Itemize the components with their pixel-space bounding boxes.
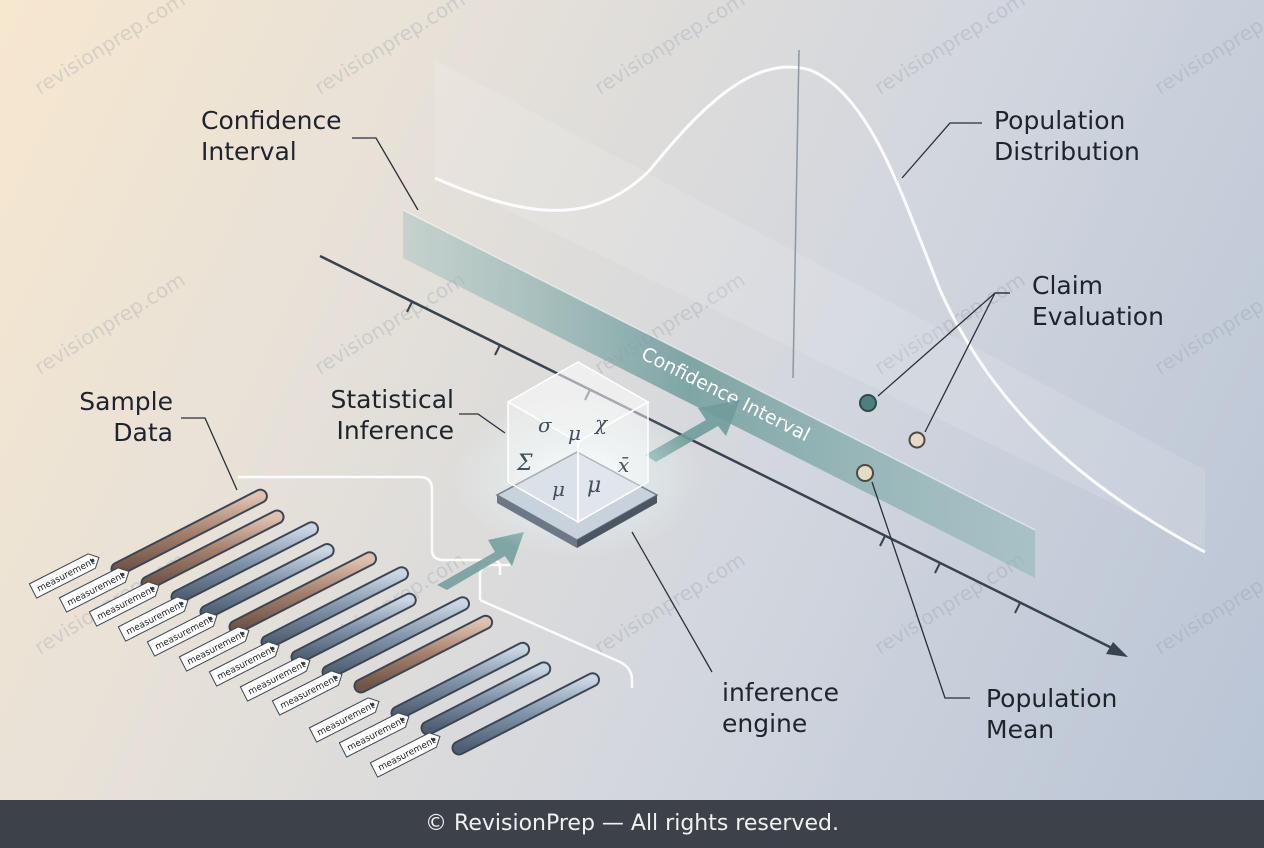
leader-population-distribution [901, 122, 982, 179]
claim-dot-sand [908, 431, 926, 449]
diagram-canvas: revisionprep.com revisionprep.com revision… [28, 0, 1264, 778]
sample-rod [392, 643, 529, 719]
population-mean-line [792, 49, 800, 379]
claim-dot-teal [859, 394, 877, 412]
input-arrow [437, 532, 524, 590]
engine-base-right [577, 495, 657, 548]
tag-shape [271, 670, 343, 716]
tag-shape [58, 567, 130, 613]
tag-shape [308, 697, 380, 743]
sample-rod [453, 674, 598, 754]
watermark-text: revisionprep.com [1150, 0, 1264, 99]
leader-statistical-inference [459, 413, 506, 434]
tag-shape [146, 611, 218, 657]
tag-shape [28, 553, 100, 599]
flow-path [238, 475, 502, 575]
tag-hole [370, 702, 375, 707]
tag-shape [88, 581, 160, 627]
cube-symbol: σ [538, 413, 553, 437]
sample-rod [172, 523, 317, 603]
sample-rod [142, 511, 283, 589]
sample-rod [323, 598, 468, 678]
sample-rod [355, 616, 492, 692]
watermark-text: revisionprep.com [590, 547, 749, 659]
watermark-text: revisionprep.com [870, 547, 1029, 659]
tag-shape [208, 641, 280, 687]
distribution-plane [435, 60, 1205, 548]
sample-rod [201, 545, 333, 618]
tag-shape [178, 626, 250, 672]
population-distribution-curve [434, 65, 1206, 554]
watermark-text: revisionprep.com [30, 0, 189, 99]
leader-confidence-interval [352, 137, 419, 211]
tag-shape [338, 712, 410, 758]
cube-symbol: χ [593, 411, 609, 435]
cube-top-face [506, 361, 650, 443]
leader-claim-evaluation-2 [924, 292, 1010, 433]
tag-hole [150, 586, 155, 591]
engine-base-left [497, 495, 577, 548]
cube-symbol: μ [587, 473, 601, 498]
watermark-text: revisionprep.com [870, 0, 1029, 99]
sample-rod [422, 663, 550, 734]
leader-inference-engine [631, 531, 713, 673]
leader-population-mean [871, 481, 970, 699]
population-mean-dot [856, 464, 874, 482]
leader-sample-data [181, 417, 238, 491]
leader-lines [181, 122, 1010, 699]
watermark-text: revisionprep.com [1150, 547, 1264, 659]
tag-hole [208, 616, 213, 621]
sample-rod [292, 594, 415, 663]
tag-hole [333, 675, 338, 680]
tag-hole [120, 572, 125, 577]
cube-symbol: x̄ [618, 453, 629, 477]
footer: © RevisionPrep — All rights reserved. [0, 800, 1264, 848]
tag-hole [179, 601, 184, 606]
confidence-interval-band-top [402, 209, 1036, 531]
tag-hole [270, 646, 275, 651]
cube-symbol: μ [552, 477, 565, 501]
tag-hole [90, 558, 95, 563]
sample-rod [112, 490, 266, 575]
tag-hole [301, 661, 306, 666]
cube-symbol: Σ [516, 451, 533, 476]
tag-hole [240, 631, 245, 636]
tag-shape [117, 596, 189, 642]
tag-shape [369, 732, 441, 778]
tag-hole [431, 737, 436, 742]
tag-hole [400, 717, 405, 722]
axis-arrowhead [1106, 642, 1128, 657]
watermark-text: revisionprep.com [30, 267, 189, 379]
confidence-interval-band [403, 210, 1035, 578]
sample-rod [230, 553, 375, 633]
sample-rod [262, 568, 407, 648]
watermark-text: revisionprep.com [310, 267, 469, 379]
cube-symbol: μ [568, 421, 581, 445]
tag-shape [239, 656, 311, 702]
watermark-text: revisionprep.com [1150, 267, 1264, 379]
watermark-text: revisionprep.com [590, 0, 749, 99]
measurement-axis [319, 254, 1119, 653]
